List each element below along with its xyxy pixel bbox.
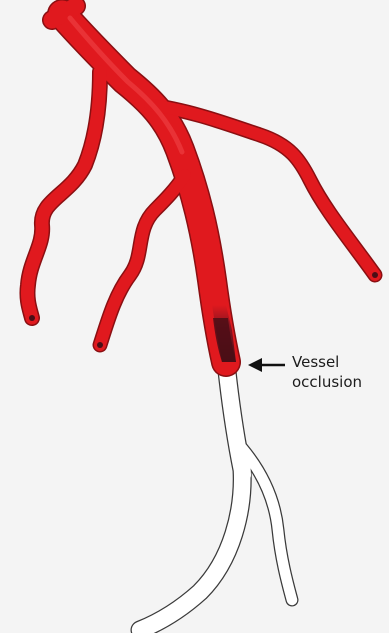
occlusion-arrow xyxy=(248,358,285,372)
left-branch xyxy=(27,72,100,318)
annotation-line-1: Vessel xyxy=(292,352,387,372)
annotation-line-2: occlusion xyxy=(292,372,387,392)
arrow-head-icon xyxy=(248,358,262,372)
perfused-vessel-tree xyxy=(27,6,378,362)
middle-branch xyxy=(100,175,185,345)
non-perfused-vessel xyxy=(140,362,292,630)
non-perfused-vessel-fill xyxy=(140,362,242,630)
vessel-occlusion-label: Vessel occlusion xyxy=(292,352,387,392)
